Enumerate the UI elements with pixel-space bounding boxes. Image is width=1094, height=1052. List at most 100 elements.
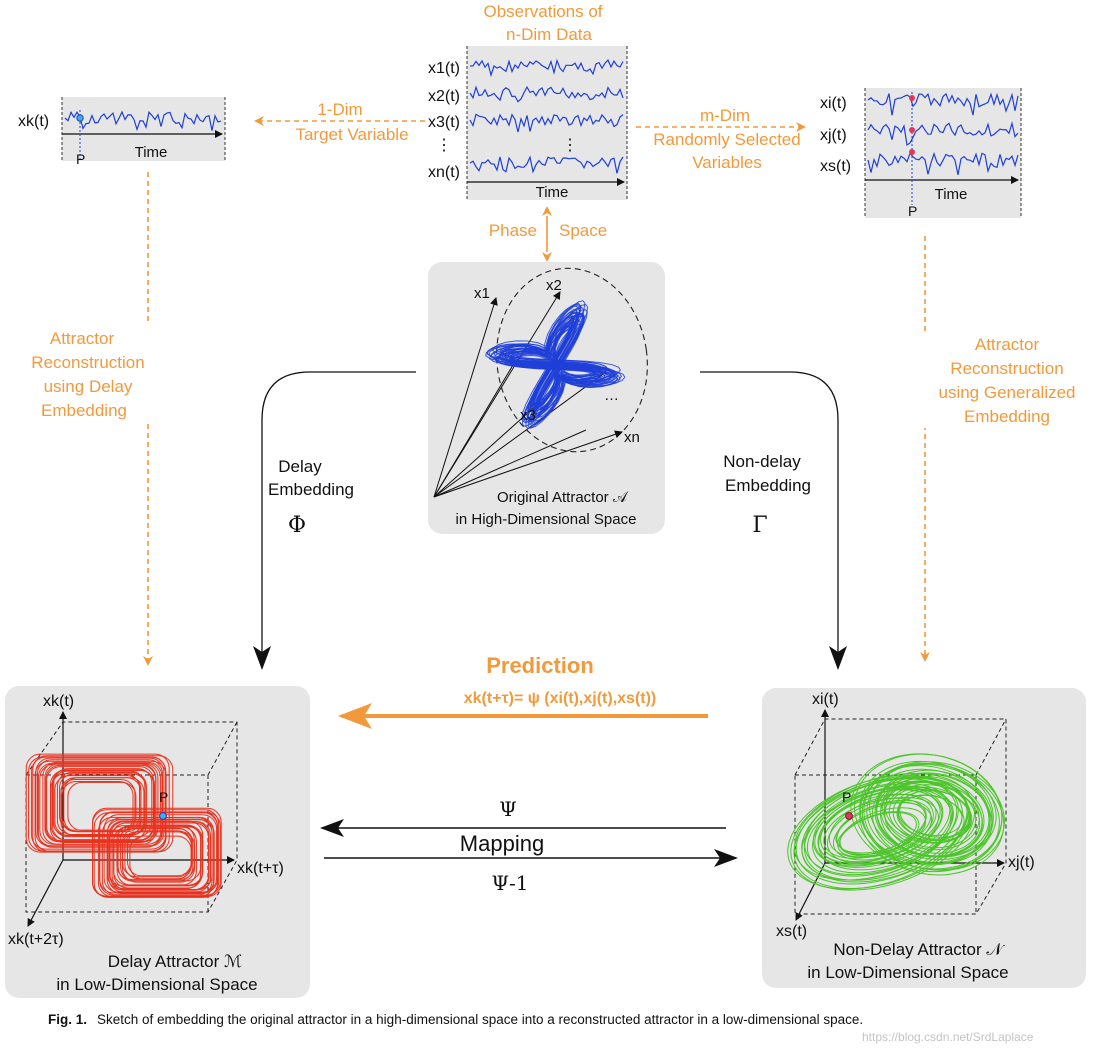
right-recon-bg: [924, 332, 1084, 428]
delay-axis-k-label: xk(t): [43, 693, 74, 710]
right-recon-line3: using Generalized: [938, 383, 1075, 402]
axis-x1-label: x1: [474, 285, 490, 302]
obs-row-xn: xn(t): [428, 164, 460, 181]
mdim-p-point-1: [909, 95, 915, 101]
red-attractor-loop: [28, 756, 167, 852]
space-label: Space: [559, 221, 607, 240]
left-recon-line1: Attractor: [50, 329, 115, 348]
mdim-wave-2: [867, 121, 1019, 147]
target-wave-line: [64, 110, 222, 132]
nondelay-caption-line1: Non-Delay Attractor 𝒩: [833, 940, 1005, 959]
mdim-wave-3: [867, 151, 1019, 176]
delay-caption-line1: Delay Attractor ℳ: [108, 952, 242, 971]
obs-title-line1: Observations of: [483, 2, 602, 21]
delay-embedding-line2: Embedding: [268, 480, 354, 499]
mdim-row-xi: xi(t): [820, 95, 847, 112]
obs-row-vdots: ⋮: [436, 137, 452, 154]
blue-attractor-loop: [490, 303, 626, 429]
mdim-wave-1: [867, 92, 1019, 116]
axis-xn: [433, 430, 623, 498]
delay-axis-k2tau-label: xk(t+2τ): [8, 931, 64, 948]
left-recon-line4: Embedding: [41, 401, 127, 420]
blue-attractor-loop: [492, 300, 621, 420]
nondelay-axis-j-label: xj(t): [1008, 854, 1035, 871]
left-recon-bg: [30, 325, 150, 421]
axis-extra-1: [433, 371, 607, 498]
axis-dots-label: …: [604, 387, 619, 404]
target-panel: [62, 97, 225, 161]
figure-caption-text: Sketch of embedding the original attract…: [97, 1012, 864, 1027]
delay-cube-edge-2: [207, 721, 238, 776]
delay-embedding-line1: Delay: [278, 457, 322, 476]
green-attractor-loop: [850, 753, 1003, 873]
obs-waves: [469, 58, 624, 174]
target-row-label: xk(t): [18, 113, 49, 130]
obs-time-label: Time: [536, 184, 569, 201]
red-attractor-loop: [93, 812, 218, 898]
mdim-p-point-2: [909, 127, 915, 133]
psi-inverse-label: Ψ-1: [491, 871, 528, 895]
nondelay-axis-i-label: xi(t): [812, 691, 839, 708]
red-attractor-loop: [25, 753, 170, 853]
axis-extra-2: [433, 429, 587, 498]
green-attractor-loop: [790, 772, 975, 891]
delay-axis-ktau-label: xk(t+τ): [237, 860, 284, 877]
delay-symbol-phi: Φ: [288, 513, 306, 538]
red-attractor-loop: [92, 807, 222, 897]
nondelay-p-label: P: [842, 789, 851, 805]
obs-wave-1: [469, 58, 624, 78]
nondelay-axis-s-label: xs(t): [776, 923, 807, 940]
psi-label: Ψ: [499, 797, 517, 821]
watermark: https://blog.csdn.net/SrdLaplace: [862, 1030, 1034, 1044]
obs-wave-4: [469, 155, 624, 174]
figure-caption: Fig. 1. Sketch of embedding the original …: [48, 1012, 1068, 1027]
nondelay-caption-line2: in Low-Dimensional Space: [807, 963, 1008, 982]
nondelay-attractor-curve: [787, 753, 1005, 891]
green-attractor-loop: [892, 788, 972, 843]
axis-x1: [433, 297, 498, 498]
target-p-point: [76, 114, 84, 122]
original-caption-line2: in High-Dimensional Space: [456, 511, 637, 528]
mdim-waves: [867, 92, 1019, 176]
mapping-label: Mapping: [460, 831, 544, 856]
delay-caption-line2: in Low-Dimensional Space: [56, 975, 257, 994]
mdim-label-line2: Randomly Selected: [653, 130, 800, 149]
obs-row-x2: x2(t): [428, 88, 460, 105]
axis-extra-3: [433, 359, 517, 498]
delay-p-point: [159, 812, 167, 820]
mdim-label-line3: Variables: [692, 153, 762, 172]
mdim-row-xj: xj(t): [820, 127, 847, 144]
delay-embedding-arrow: [253, 371, 416, 670]
axis-x3-label: x3: [520, 407, 536, 424]
target-p-label: P: [76, 151, 85, 167]
axis-x2-label: x2: [546, 277, 562, 294]
left-recon-line2: Reconstruction: [31, 353, 144, 372]
target-time-label: Time: [135, 144, 168, 161]
green-attractor-loop: [859, 760, 994, 865]
prediction-formula: xk(t+τ)= ψ (xi(t),xj(t),xs(t)): [464, 690, 657, 707]
delay-axis-k2tau: [27, 859, 64, 927]
green-attractor-loop: [859, 762, 1005, 876]
obs-wave-3: [469, 113, 624, 133]
target-label-line1: 1-Dim: [317, 100, 362, 119]
green-attractor-loop: [835, 801, 927, 854]
green-attractor-loop: [828, 793, 937, 858]
obs-title-line2: n-Dim Data: [506, 25, 593, 44]
green-attractor-loop: [812, 785, 954, 874]
obs-inner-vdots: ⋮: [562, 137, 578, 154]
nondelay-cube-edge-2: [975, 718, 1007, 776]
nondelay-symbol-gamma: Γ: [752, 513, 767, 538]
delay-p-label: P: [159, 789, 168, 805]
nondelay-embedding-line2: Embedding: [725, 476, 811, 495]
mdim-p-label: P: [908, 203, 917, 219]
right-recon-line2: Reconstruction: [950, 359, 1063, 378]
green-attractor-loop: [814, 787, 944, 867]
green-attractor-loop: [793, 777, 970, 890]
obs-panel: [467, 46, 627, 200]
prediction-title: Prediction: [486, 653, 594, 678]
original-attractor-curve: [485, 300, 626, 430]
obs-row-x3: x3(t): [428, 114, 460, 131]
target-wave: [64, 110, 222, 132]
nondelay-embedding-arrow: [700, 371, 847, 670]
figure-caption-label: Fig. 1.: [48, 1012, 88, 1027]
